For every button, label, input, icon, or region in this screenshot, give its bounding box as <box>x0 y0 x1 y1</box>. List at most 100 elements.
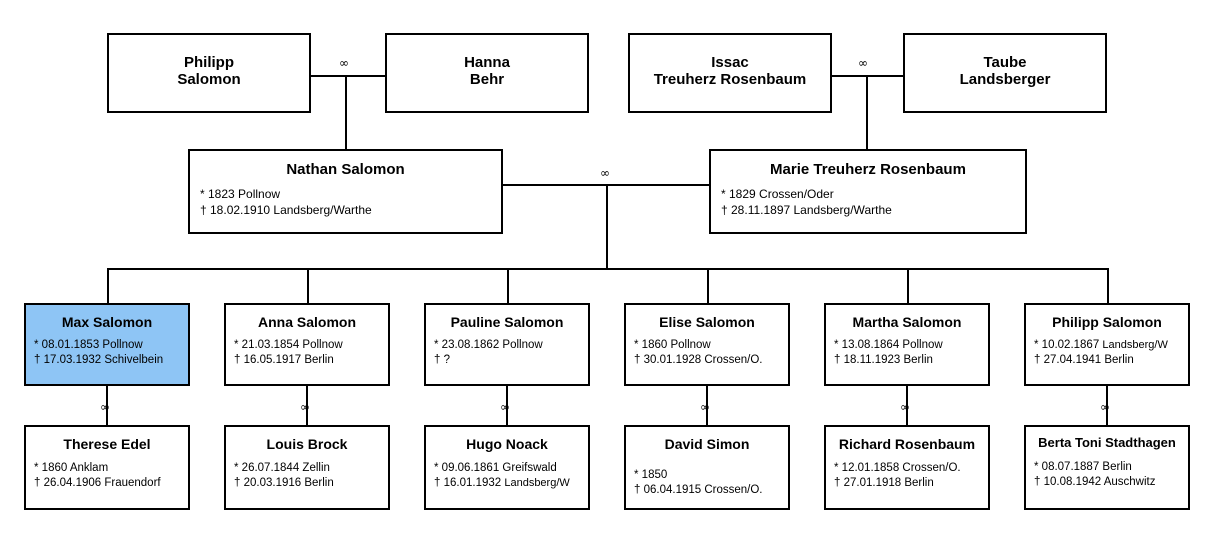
death-info: † 27.04.1941 Berlin <box>1034 354 1134 367</box>
person-name: Nathan Salomon <box>286 161 405 178</box>
person-name: Martha Salomon <box>852 314 962 330</box>
person-box-max-salomon[interactable]: Max Salomon * 08.01.1853 Pollnow † 17.03… <box>24 303 190 386</box>
marriage-symbol-icon: ∞ <box>100 400 110 414</box>
person-box-richard-rosenbaum[interactable]: Richard Rosenbaum * 12.01.1858 Crossen/O… <box>824 425 990 510</box>
birth-info: * 10.02.1867 Landsberg/W <box>1034 338 1188 353</box>
birth-info: * 12.01.1858 Crossen/O. <box>834 462 961 475</box>
marriage-symbol-icon: ∞ <box>900 400 910 414</box>
person-name: Max Salomon <box>61 314 153 330</box>
sibling-bus-line <box>107 268 1109 270</box>
death-info: † 10.08.1942 Auschwitz <box>1034 476 1156 489</box>
person-box-issac-treuherz-rosenbaum[interactable]: Issac Treuherz Rosenbaum <box>628 33 832 113</box>
birth-info: * 08.07.1887 Berlin <box>1034 460 1132 473</box>
person-given-name: Taube <box>983 54 1027 71</box>
child-drop-line <box>907 268 909 303</box>
person-surname: Behr <box>469 71 505 89</box>
child-drop-line <box>1107 268 1109 303</box>
person-box-anna-salomon[interactable]: Anna Salomon * 21.03.1854 Pollnow † 16.0… <box>224 303 390 386</box>
person-name: Berta Toni Stadthagen <box>1038 435 1176 450</box>
person-name: David Simon <box>664 436 750 452</box>
person-details: * 1860 Anklam † 26.04.1906 Frauendorf <box>26 452 188 491</box>
marriage-symbol-icon: ∞ <box>339 56 349 70</box>
descent-line-left-couple <box>345 75 347 149</box>
birth-info: * 1823 Pollnow <box>200 187 281 202</box>
birth-info: * 1829 Crossen/Oder <box>721 187 834 202</box>
marriage-line <box>506 386 508 425</box>
death-info: † ? <box>434 354 450 367</box>
person-name: Marie Treuherz Rosenbaum <box>770 161 966 178</box>
marriage-symbol-icon: ∞ <box>858 56 868 70</box>
marriage-symbol-icon: ∞ <box>1100 400 1110 414</box>
person-details: * 1860 Pollnow † 30.01.1928 Crossen/O. <box>626 330 788 368</box>
death-info: † 16.05.1917 Berlin <box>234 354 334 367</box>
person-details: * 13.08.1864 Pollnow † 18.11.1923 Berlin <box>826 330 988 368</box>
person-name: Hanna Behr <box>387 35 587 89</box>
person-name: Louis Brock <box>266 436 348 452</box>
person-box-hugo-noack[interactable]: Hugo Noack * 09.06.1861 Greifswald † 16.… <box>424 425 590 510</box>
death-place: Landsberg/W <box>504 477 570 490</box>
marriage-line <box>106 386 108 425</box>
birth-info: * 13.08.1864 Pollnow <box>834 339 943 352</box>
person-name: Philipp Salomon <box>1052 314 1162 330</box>
person-given-name: Issac <box>711 54 749 71</box>
birth-info: * 21.03.1854 Pollnow <box>234 339 343 352</box>
death-info: † 20.03.1916 Berlin <box>234 477 334 490</box>
birth-info: * 26.07.1844 Zellin <box>234 462 330 475</box>
person-name: Pauline Salomon <box>450 314 564 330</box>
person-box-hanna-behr[interactable]: Hanna Behr <box>385 33 589 113</box>
person-box-philipp-salomon-jr[interactable]: Philipp Salomon * 10.02.1867 Landsberg/W… <box>1024 303 1190 386</box>
person-details: * 1829 Crossen/Oder † 28.11.1897 Landsbe… <box>711 178 1025 219</box>
death-info: † 26.04.1906 Frauendorf <box>34 477 161 490</box>
marriage-line <box>306 386 308 425</box>
person-box-therese-edel[interactable]: Therese Edel * 1860 Anklam † 26.04.1906 … <box>24 425 190 510</box>
death-info: † 17.03.1932 Schivelbein <box>34 354 164 367</box>
person-box-pauline-salomon[interactable]: Pauline Salomon * 23.08.1862 Pollnow † ? <box>424 303 590 386</box>
person-name: Issac Treuherz Rosenbaum <box>630 35 830 89</box>
marriage-symbol-icon: ∞ <box>600 166 610 180</box>
person-name: Therese Edel <box>63 436 151 452</box>
person-details: * 08.07.1887 Berlin † 10.08.1942 Auschwi… <box>1026 451 1188 490</box>
descent-line-right-couple <box>866 75 868 149</box>
birth-info: * 1860 Anklam <box>34 462 109 475</box>
death-info: † 06.04.1915 Crossen/O. <box>634 484 763 497</box>
person-name: Hugo Noack <box>466 436 548 452</box>
death-info: † 27.01.1918 Berlin <box>834 477 934 490</box>
child-drop-line <box>507 268 509 303</box>
person-details: * 26.07.1844 Zellin † 20.03.1916 Berlin <box>226 452 388 491</box>
person-box-marie-treuherz-rosenbaum[interactable]: Marie Treuherz Rosenbaum * 1829 Crossen/… <box>709 149 1027 234</box>
birth-date: * 10.02.1867 <box>1034 339 1103 352</box>
death-info: † 18.11.1923 Berlin <box>834 354 933 367</box>
person-details: * 23.08.1862 Pollnow † ? <box>426 330 588 368</box>
birth-place: Landsberg/W <box>1102 339 1168 352</box>
person-box-david-simon[interactable]: David Simon * 1850 † 06.04.1915 Crossen/… <box>624 425 790 510</box>
birth-info: * 1860 Pollnow <box>634 339 711 352</box>
person-box-louis-brock[interactable]: Louis Brock * 26.07.1844 Zellin † 20.03.… <box>224 425 390 510</box>
person-box-philipp-salomon-sr[interactable]: Philipp Salomon <box>107 33 311 113</box>
person-details: * 12.01.1858 Crossen/O. † 27.01.1918 Ber… <box>826 452 988 491</box>
marriage-bar-left-couple <box>311 75 385 77</box>
person-box-nathan-salomon[interactable]: Nathan Salomon * 1823 Pollnow † 18.02.19… <box>188 149 503 234</box>
person-details: * 21.03.1854 Pollnow † 16.05.1917 Berlin <box>226 330 388 368</box>
death-info: † 30.01.1928 Crossen/O. <box>634 354 763 367</box>
person-details: * 09.06.1861 Greifswald † 16.01.1932 Lan… <box>426 452 588 491</box>
person-box-berta-toni-stadthagen[interactable]: Berta Toni Stadthagen * 08.07.1887 Berli… <box>1024 425 1190 510</box>
child-drop-line <box>307 268 309 303</box>
marriage-symbol-icon: ∞ <box>700 400 710 414</box>
child-drop-line <box>107 268 109 303</box>
person-box-elise-salomon[interactable]: Elise Salomon * 1860 Pollnow † 30.01.192… <box>624 303 790 386</box>
birth-info: * 23.08.1862 Pollnow <box>434 339 543 352</box>
birth-info: * 08.01.1853 Pollnow <box>34 339 143 352</box>
death-info: † 16.01.1932 Landsberg/W <box>434 476 588 491</box>
person-box-taube-landsberger[interactable]: Taube Landsberger <box>903 33 1107 113</box>
marriage-line <box>1106 386 1108 425</box>
person-box-martha-salomon[interactable]: Martha Salomon * 13.08.1864 Pollnow † 18… <box>824 303 990 386</box>
marriage-symbol-icon: ∞ <box>500 400 510 414</box>
marriage-line <box>906 386 908 425</box>
person-details: * 10.02.1867 Landsberg/W † 27.04.1941 Be… <box>1026 330 1188 368</box>
person-given-name: Hanna <box>464 54 510 71</box>
death-date: † 16.01.1932 <box>434 477 505 490</box>
person-surname: Treuherz Rosenbaum <box>653 71 807 89</box>
person-details: * 1823 Pollnow † 18.02.1910 Landsberg/Wa… <box>190 178 501 219</box>
child-drop-line <box>707 268 709 303</box>
